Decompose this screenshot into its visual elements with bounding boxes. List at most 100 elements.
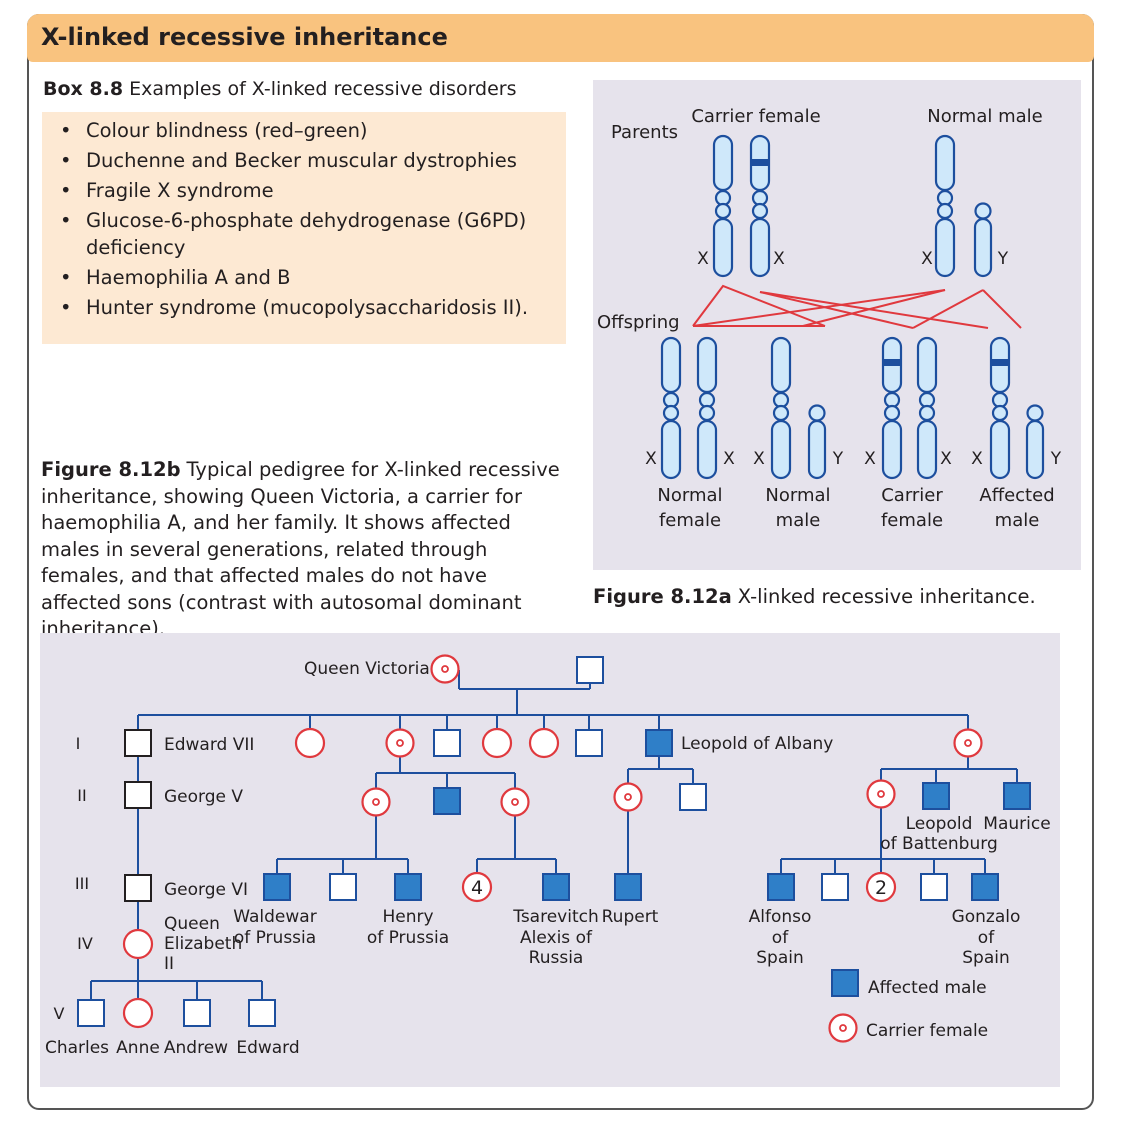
pedigree-lines: [90, 670, 1018, 1000]
charles-symbol: [77, 999, 105, 1027]
legend-carrier-label: Carrier female: [866, 1021, 988, 1041]
george-vi-label: George VI: [164, 880, 248, 900]
female-symbol: [528, 727, 560, 759]
anne-symbol: [122, 997, 154, 1029]
gonzalo-label: Spain: [962, 948, 1010, 968]
carrier-symbol: [866, 779, 896, 809]
edward-label: Edward: [236, 1038, 299, 1058]
female-count: 2: [875, 877, 887, 899]
offspring-label: Offspring: [597, 312, 680, 333]
pedigree-chart: I II III IV V Queen Victoria Edward VII …: [45, 654, 1051, 1058]
legend-carrier-icon: [828, 1013, 858, 1043]
list-item: Glucose-6-phosphate dehydrogenase (G6PD)…: [60, 207, 550, 261]
alexis-label: Tsarevitch: [512, 907, 599, 927]
x-label: X: [940, 449, 952, 469]
pedigree-panel: I II III IV V Queen Victoria Edward VII …: [40, 633, 1060, 1087]
male-symbol: [576, 656, 604, 684]
inheritance-diagram: Parents Carrier female Normal male X X X…: [597, 106, 1062, 531]
alfonso-label: Alfonso: [749, 907, 812, 927]
queen-victoria-symbol: [430, 654, 460, 684]
offspring-chromosomes: [660, 336, 1045, 480]
maurice-symbol: [1003, 782, 1031, 810]
disorder-list: Colour blindness (red–green) Duchenne an…: [42, 112, 566, 344]
carrier-female-label: Carrier female: [691, 106, 820, 127]
alexis-label: Russia: [529, 948, 584, 968]
waldewar-label: of Prussia: [234, 928, 316, 948]
male-symbol: [920, 873, 948, 901]
queen-elizabeth-symbol: [122, 928, 154, 960]
carrier-symbol: [613, 782, 643, 812]
male-symbol: [575, 729, 603, 757]
box-label: Box 8.8: [43, 78, 124, 100]
x-label: X: [864, 449, 876, 469]
carrier-symbol: [953, 728, 983, 758]
alfonso-label: of: [772, 928, 789, 948]
legend-affected-label: Affected male: [868, 978, 987, 998]
female-group-symbol: [865, 871, 897, 903]
rupert-label: Rupert: [602, 907, 659, 927]
queen-victoria-label: Queen Victoria: [304, 659, 430, 679]
figure-a-panel: Parents Carrier female Normal male X X X…: [593, 80, 1081, 570]
figure-a-text: X-linked recessive inheritance.: [737, 585, 1036, 608]
list-item: Duchenne and Becker muscular dystrophies: [60, 147, 550, 174]
x-label: X: [773, 249, 785, 269]
male-symbol: [821, 873, 849, 901]
list-item: Colour blindness (red–green): [60, 117, 550, 144]
mutation-band: [751, 159, 769, 166]
maurice-label: Maurice: [983, 814, 1050, 834]
henry-label: of Prussia: [367, 928, 449, 948]
leopold-albany-label: Leopold of Albany: [681, 734, 833, 754]
x-label: X: [697, 249, 709, 269]
henry-symbol: [394, 873, 422, 901]
legend-affected-icon: [831, 969, 859, 997]
anne-label: Anne: [116, 1038, 160, 1058]
box-title: Examples of X-linked recessive disorders: [129, 78, 517, 100]
alfonso-symbol: [767, 873, 795, 901]
carrier-symbol: [385, 728, 415, 758]
generation-label: II: [77, 786, 86, 805]
generation-label: IV: [77, 934, 93, 953]
offspring-2-line1: Normal: [765, 485, 830, 506]
henry-label: Henry: [382, 907, 433, 927]
leopold-battenburg-symbol: [922, 782, 950, 810]
x-label: X: [645, 449, 657, 469]
rupert-symbol: [614, 873, 642, 901]
female-symbol: [294, 727, 326, 759]
offspring-3-line1: Carrier: [881, 485, 943, 506]
offspring-4-line1: Affected: [979, 485, 1054, 506]
waldewar-symbol: [263, 873, 291, 901]
male-symbol: [433, 729, 461, 757]
header-bar: X-linked recessive inheritance: [27, 14, 1094, 62]
edward-vii-label: Edward VII: [164, 735, 254, 755]
generation-label: III: [75, 874, 89, 893]
x-label: X: [971, 449, 983, 469]
george-v-label: George V: [164, 787, 243, 807]
alexis-label: Alexis of: [520, 928, 593, 948]
female-count: 4: [471, 877, 483, 899]
george-v-symbol: [124, 781, 152, 809]
y-label: Y: [832, 449, 844, 469]
alfonso-label: Spain: [756, 948, 804, 968]
figure-b-text: Typical pedigree for X-linked recessive …: [41, 458, 560, 640]
gonzalo-label: of: [978, 928, 995, 948]
carrier-symbol: [500, 787, 530, 817]
affected-symbol: [433, 787, 461, 815]
waldewar-label: Waldewar: [233, 907, 316, 927]
gonzalo-symbol: [971, 873, 999, 901]
list-item: Hunter syndrome (mucopolysaccharidosis I…: [60, 294, 550, 321]
offspring-3-line2: female: [881, 510, 943, 531]
offspring-4-line2: male: [995, 510, 1040, 531]
charles-label: Charles: [45, 1038, 109, 1058]
leopold-albany-symbol: [645, 729, 673, 757]
parents-label: Parents: [611, 122, 678, 143]
male-symbol: [679, 783, 707, 811]
normal-male-label: Normal male: [927, 106, 1043, 127]
x-label: X: [921, 249, 933, 269]
gonzalo-label: Gonzalo: [952, 907, 1021, 927]
page-title: X-linked recessive inheritance: [41, 23, 448, 51]
leopold-battenburg-label: Leopold: [906, 814, 973, 834]
mutation-band: [991, 359, 1009, 366]
andrew-symbol: [183, 999, 211, 1027]
